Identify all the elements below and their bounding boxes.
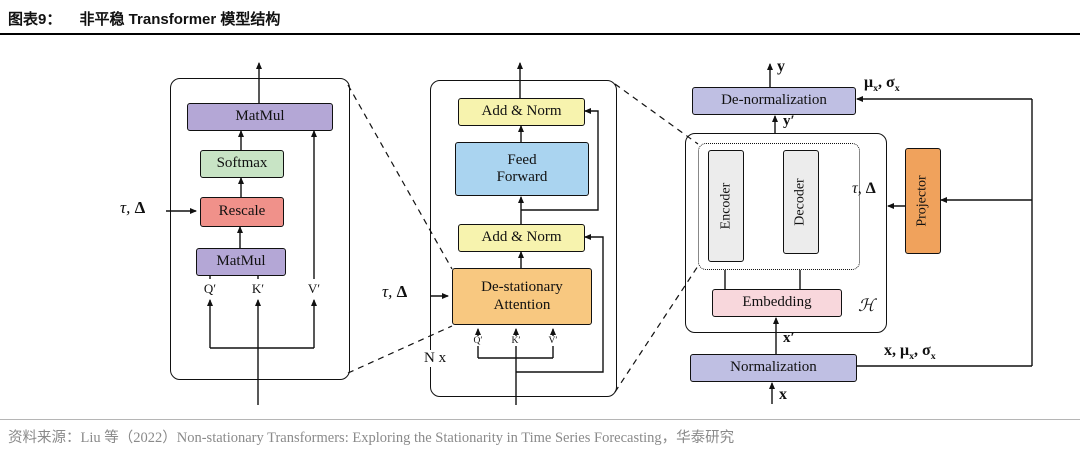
softmax-box: Softmax (200, 150, 284, 178)
decoder-block: Decoder (783, 150, 819, 254)
mu-sigma-top-label: μx, σx (864, 74, 900, 95)
normalization-box: Normalization (690, 354, 857, 382)
y-prime-label: y′ (783, 113, 795, 129)
y-output-label: y (777, 58, 785, 75)
add-norm-top-box: Add & Norm (458, 98, 585, 126)
tau-delta-label-middle: τ, Δ (382, 282, 408, 301)
encoder-block: Encoder (708, 150, 744, 262)
x-mu-sigma-bottom-label: x, μx, σx (884, 342, 936, 363)
script-h-label: ℋ (858, 296, 875, 315)
matmul-bottom-box: MatMul (196, 248, 286, 276)
destationary-attention-box: De-stationary Attention (452, 268, 592, 325)
tau-delta-label-right: τ, Δ (852, 180, 876, 197)
figure-number: 图表9： (8, 11, 62, 28)
q-prime-label-left: Q′ (201, 281, 219, 297)
footer-divider (0, 419, 1080, 420)
denormalization-box: De-normalization (692, 87, 856, 115)
q-prime-label-middle: Q′ (470, 336, 486, 346)
k-prime-label-left: K′ (249, 281, 267, 297)
matmul-top-box: MatMul (187, 103, 333, 131)
projector-block: Projector (905, 148, 941, 254)
rescale-box: Rescale (200, 197, 284, 227)
x-prime-label: x′ (783, 330, 795, 346)
x-input-label: x (779, 386, 787, 403)
feed-forward-box: Feed Forward (455, 142, 589, 196)
figure-header: 图表9： 非平稳 Transformer 模型结构 (8, 8, 280, 29)
source-text: 资料来源：Liu 等（2022）Non-stationary Transform… (8, 430, 735, 446)
k-prime-label-middle: K′ (508, 336, 524, 346)
header-divider (0, 33, 1080, 35)
figure-title: 非平稳 Transformer 模型结构 (79, 11, 281, 28)
add-norm-bottom-box: Add & Norm (458, 224, 585, 252)
v-prime-label-left: V′ (305, 281, 323, 297)
tau-delta-label-left: τ, Δ (120, 198, 146, 217)
n-x-repeat-label: N x (422, 350, 449, 367)
v-prime-label-middle: V′ (545, 336, 561, 346)
embedding-box: Embedding (712, 289, 842, 317)
